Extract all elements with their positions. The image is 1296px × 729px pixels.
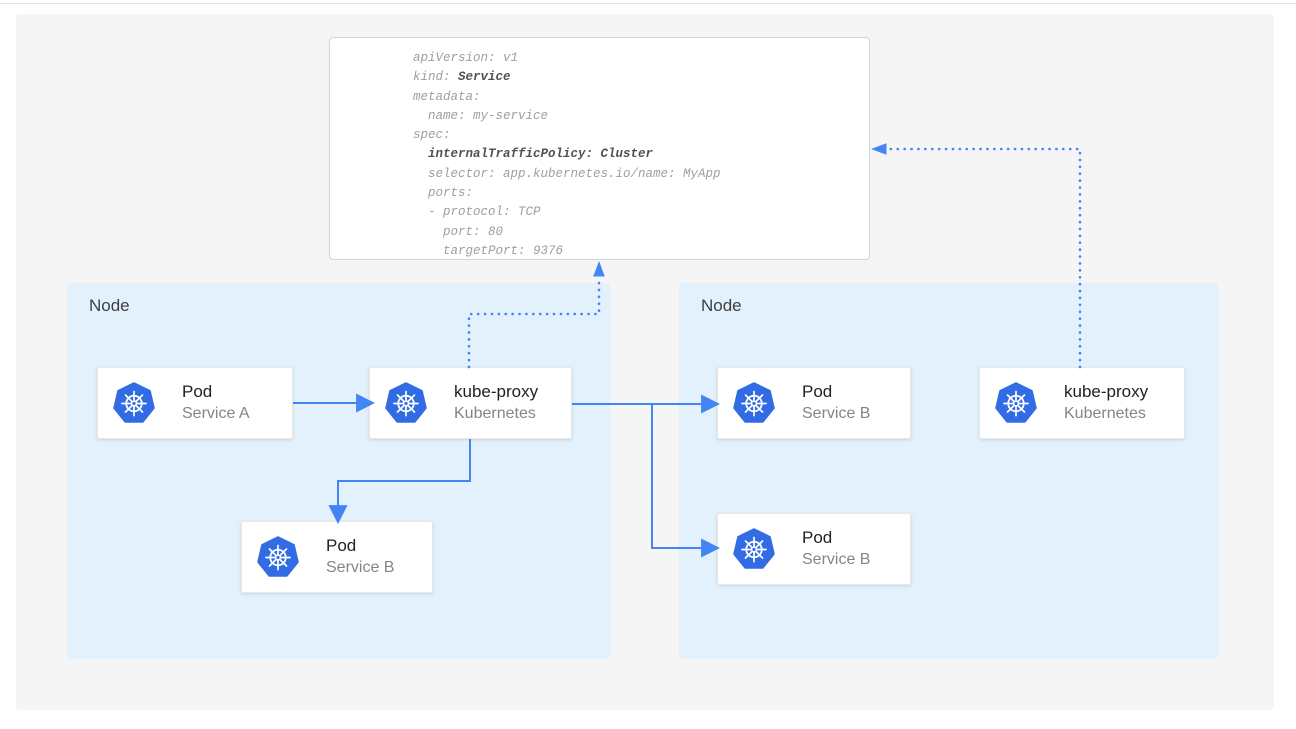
card-title: Pod: [326, 536, 357, 555]
yaml-manifest-box: apiVersion: v1 kind: Service metadata: nam…: [329, 37, 870, 260]
kubernetes-icon: [113, 382, 155, 424]
kube-proxy-card-right: kube-proxy Kubernetes: [979, 367, 1185, 439]
yaml-line: name: my-service: [413, 108, 549, 123]
card-title: Pod: [182, 382, 213, 401]
yaml-line: apiVersion: v1: [413, 51, 519, 65]
card-subtitle: Service B: [326, 559, 395, 576]
yaml-line: ports:: [413, 186, 474, 201]
node-box-left: Node: [67, 283, 610, 659]
kubernetes-icon: [733, 528, 775, 570]
yaml-line: selector: app.kubernetes.io/name: MyApp: [413, 166, 721, 181]
pod-card-service-b-left: Pod Service B: [241, 521, 433, 593]
yaml-code: apiVersion: v1 kind: Service metadata: nam…: [413, 49, 869, 261]
card-subtitle: Service B: [802, 551, 871, 568]
yaml-line: - protocol: TCP: [413, 205, 541, 220]
yaml-line: metadata:: [413, 89, 481, 104]
node-label: Node: [89, 296, 130, 315]
card-subtitle: Kubernetes: [1064, 405, 1146, 422]
card-title: Pod: [802, 528, 833, 547]
card-subtitle: Kubernetes: [454, 405, 536, 422]
kubernetes-icon: [257, 536, 299, 578]
yaml-line: spec:: [413, 128, 451, 143]
card-title: kube-proxy: [454, 382, 539, 401]
card-title: Pod: [802, 382, 833, 401]
node-box-right: Node: [679, 283, 1218, 659]
card-subtitle: Service B: [802, 405, 871, 422]
yaml-line: internalTrafficPolicy: Cluster: [428, 147, 654, 162]
card-title: kube-proxy: [1064, 382, 1149, 401]
yaml-line: port: 80: [413, 224, 504, 239]
kubernetes-icon: [385, 382, 427, 424]
pod-card-service-a: Pod Service A: [97, 367, 293, 439]
kubernetes-icon: [995, 382, 1037, 424]
pod-card-service-b-right-top: Pod Service B: [717, 367, 911, 439]
yaml-line: targetPort: 9376: [413, 243, 564, 258]
kube-proxy-card-left: kube-proxy Kubernetes: [369, 367, 572, 439]
node-label: Node: [701, 296, 742, 315]
card-subtitle: Service A: [182, 405, 250, 422]
top-divider-line: [0, 3, 1296, 4]
pod-card-service-b-right-bottom: Pod Service B: [717, 513, 911, 585]
yaml-line: kind: Service: [413, 70, 511, 85]
kubernetes-icon: [733, 382, 775, 424]
